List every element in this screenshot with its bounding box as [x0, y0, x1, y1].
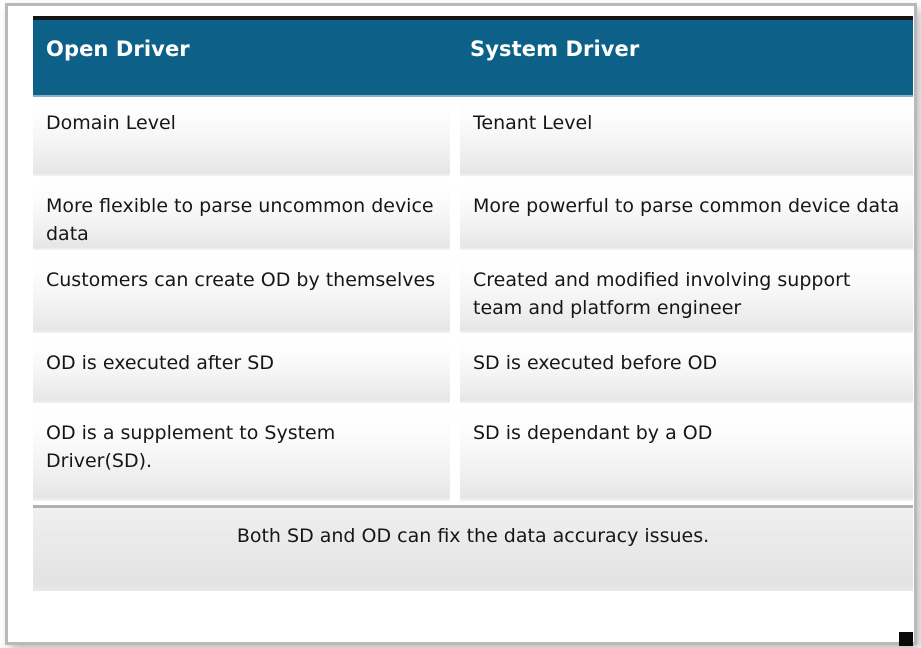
- table-row: OD is executed after SD SD is executed b…: [33, 337, 913, 403]
- table-row: Customers can create OD by themselves Cr…: [33, 254, 913, 333]
- cell-footer-summary: Both SD and OD can fix the data accuracy…: [33, 505, 913, 591]
- table-header-row: Open Driver System Driver: [33, 16, 913, 97]
- corner-artifact: [899, 632, 913, 646]
- table-row: OD is a supplement to System Driver(SD).…: [33, 407, 913, 501]
- comparison-table-card: Open Driver System Driver Domain Level T…: [12, 10, 913, 638]
- cell-open-driver: More flexible to parse uncommon device d…: [33, 180, 450, 250]
- cell-system-driver: SD is executed before OD: [460, 337, 913, 403]
- cell-open-driver: Domain Level: [33, 97, 450, 176]
- cell-system-driver: Tenant Level: [460, 97, 913, 176]
- cell-system-driver: More powerful to parse common device dat…: [460, 180, 913, 250]
- table-body: Domain Level Tenant Level More flexible …: [33, 97, 913, 591]
- cell-open-driver: OD is executed after SD: [33, 337, 450, 403]
- cell-system-driver: Created and modified involving support t…: [460, 254, 913, 333]
- table-row: More flexible to parse uncommon device d…: [33, 180, 913, 250]
- table-footer-row: Both SD and OD can fix the data accuracy…: [33, 505, 913, 591]
- cell-open-driver: OD is a supplement to System Driver(SD).: [33, 407, 450, 501]
- column-header-open-driver: Open Driver: [46, 37, 190, 61]
- cell-open-driver: Customers can create OD by themselves: [33, 254, 450, 333]
- table-row: Domain Level Tenant Level: [33, 97, 913, 176]
- cell-system-driver: SD is dependant by a OD: [460, 407, 913, 501]
- column-header-system-driver: System Driver: [470, 37, 640, 61]
